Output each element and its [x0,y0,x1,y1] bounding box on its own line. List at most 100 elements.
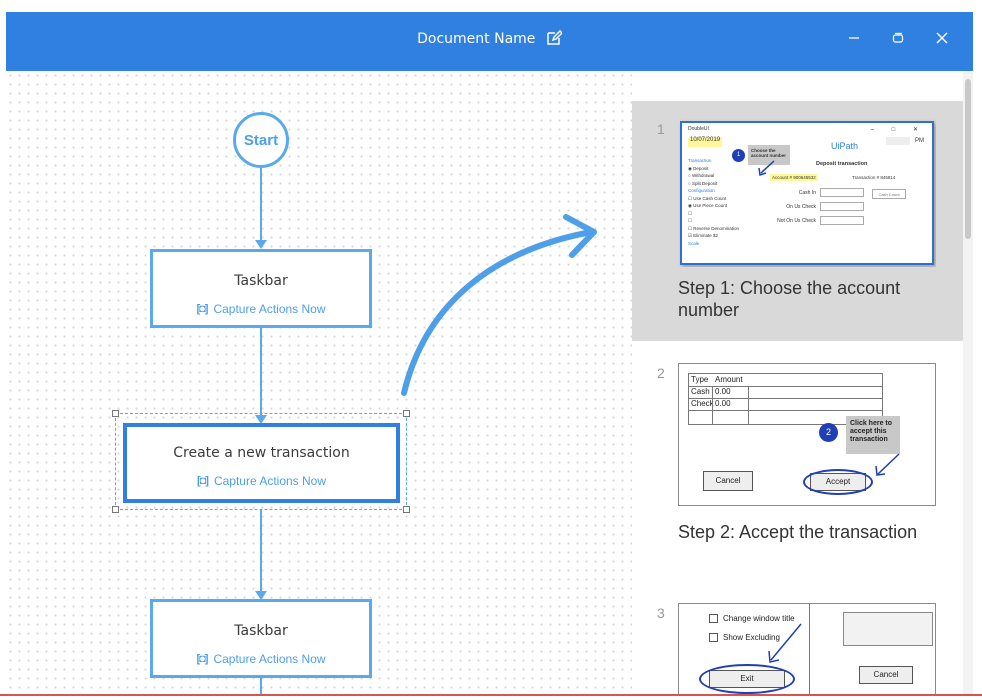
title-bar: Document Name [6,12,973,71]
thumb-side-item: ○ Split Deposit [688,180,718,186]
thumbnail-window: DoubleUI – □ ✕ 10/07/2019 UiPath PM Choo… [680,121,934,265]
thumb-account: Account # 900645532 [770,174,818,181]
thumb-field-box [820,202,864,211]
thumb-arrow-icon [875,453,900,476]
thumb-cancel-button: Cancel [859,666,913,684]
minimize-icon[interactable] [842,26,866,50]
resize-handle[interactable] [112,410,119,417]
flow-connector [260,328,262,418]
step-title: Create a new transaction [173,445,350,461]
thumb-side-item: Scale [688,240,700,246]
thumb-callout: Choose the account number [748,145,790,165]
thumb-table-header: Amount [715,375,743,384]
step-thumbnail[interactable]: DoubleUI – □ ✕ 10/07/2019 UiPath PM Choo… [678,119,936,267]
step-card-2[interactable]: 2 Type Amount Cash 0.00 Check 0.00 2 Cli… [632,341,963,581]
flow-step-taskbar[interactable]: Taskbar [◘] Capture Actions Now [150,249,372,328]
thumb-field-box [820,188,864,197]
thumb-side-item: Transaction [688,158,712,163]
thumb-window-controls: – □ ✕ [870,127,926,133]
step-label: Step 2: Accept the transaction [678,522,918,542]
thumb-field-label: Not On Us Check [777,218,816,224]
step-number: 2 [657,365,665,381]
flow-connector [260,678,262,694]
thumb-arrow-icon [768,623,802,663]
thumb-checkbox-label: Change window title [723,614,795,623]
thumb-side-item: ☑ Eliminate $2 [688,233,719,238]
arrow-down-icon [255,415,267,424]
thumb-checkbox [709,633,718,642]
capture-icon: [◘] [196,653,208,665]
thumb-sidebar: Transaction ◉ Deposit ○ Withdrawal ○ Spl… [688,157,740,247]
thumb-side-item: ☐ Reverse Denomination [688,225,740,231]
panel-scrollbar[interactable] [963,71,973,694]
thumb-side-item: ☐ [688,218,693,223]
step-number: 1 [657,121,665,137]
thumb-callout: Click here to accept this transaction [846,416,900,454]
resize-handle[interactable] [403,410,410,417]
edit-icon[interactable] [546,29,563,50]
capture-actions-link[interactable]: [◘] Capture Actions Now [153,652,369,666]
thumb-pm: PM [915,138,924,144]
scrollbar-thumb[interactable] [965,79,971,239]
thumb-grid-line [689,398,882,399]
capture-actions-link[interactable]: [◘] Capture Actions Now [127,474,396,488]
capture-actions-link[interactable]: [◘] Capture Actions Now [153,302,369,316]
thumb-window-title: DoubleUI [688,126,709,132]
thumb-cancel-button: Cancel [703,471,753,491]
thumb-grid-line [689,410,882,411]
restore-icon[interactable] [886,26,910,50]
thumb-table-cell: 0.00 [715,399,731,408]
resize-handle[interactable] [403,506,410,513]
thumb-brand: UiPath [831,141,859,151]
thumb-side-item: ☐ [688,210,693,216]
thumb-step-badge: 1 [732,149,745,162]
step-thumbnail[interactable]: Change window title Show Excluding Cance… [678,603,936,694]
thumb-side-item: ◉ Deposit [688,165,709,171]
document-name[interactable]: Document Name [417,31,536,47]
step-title: Taskbar [234,273,288,289]
thumb-panel-box [843,612,933,646]
thumb-side-item: ☐ Use Cash Count [688,195,727,201]
thumb-field-label: Cash In [798,190,816,196]
thumb-table-cell: Check [691,399,714,408]
step-thumbnail[interactable]: Type Amount Cash 0.00 Check 0.00 2 Click… [678,363,936,506]
bottom-divider [0,694,982,696]
step-card-3[interactable]: 3 Change window title Show Excluding Can… [632,581,963,694]
thumb-side-item: Configuration [688,188,715,193]
close-icon[interactable] [930,26,954,50]
thumb-button: Cash Count [872,189,906,199]
arrow-down-icon [255,591,267,600]
start-label: Start [243,131,279,149]
start-node[interactable]: Start [233,112,289,168]
flow-step-create-transaction[interactable]: Create a new transaction [◘] Capture Act… [123,423,400,503]
thumb-grid-line [748,386,749,424]
capture-label: Capture Actions Now [213,652,326,666]
capture-label: Capture Actions Now [213,474,327,488]
thumb-step-badge: 2 [819,423,838,442]
thumb-transaction: Transaction # 845814 [852,175,896,180]
steps-panel[interactable]: 1 DoubleUI – □ ✕ 10/07/2019 UiPath PM Ch… [632,71,963,694]
thumb-table: Type Amount Cash 0.00 Check 0.00 [688,373,883,425]
step-card-1[interactable]: 1 DoubleUI – □ ✕ 10/07/2019 UiPath PM Ch… [632,101,963,341]
thumb-grid-line [689,386,882,387]
thumb-grid-line [712,386,713,424]
resize-handle[interactable] [112,506,119,513]
thumb-table-cell: Cash [691,387,710,396]
thumb-table-cell: 0.00 [715,387,731,396]
thumb-side-item: ○ Withdrawal [688,173,715,178]
thumb-table-header: Type [691,375,709,384]
flow-step-taskbar[interactable]: Taskbar [◘] Capture Actions Now [150,599,372,678]
thumb-date: 10/07/2019 [688,137,722,147]
capture-icon: [◘] [196,303,208,315]
step-label: Step 1: Choose the account number [678,278,901,320]
curved-arrow-icon [401,214,597,396]
thumb-checkbox [709,614,718,623]
step-number: 3 [657,605,665,621]
thumb-divider [809,604,810,694]
capture-icon: [◘] [196,475,209,487]
thumb-side-item: ◉ Use Piece Count [688,203,727,208]
thumb-highlight-ring [803,469,873,495]
flow-canvas[interactable]: Start Taskbar [◘] Capture Actions Now Cr… [6,71,632,694]
thumb-checkbox-label: Show Excluding [723,633,780,642]
